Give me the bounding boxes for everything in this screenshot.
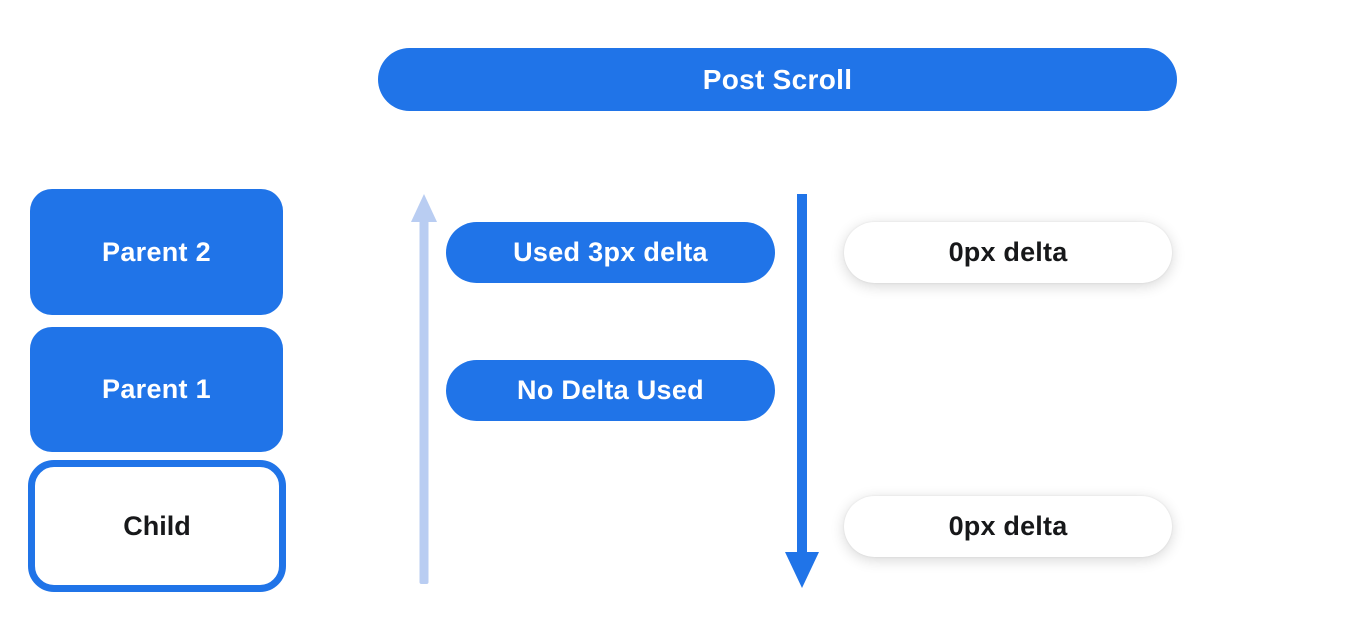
no-delta-used-pill: No Delta Used [446,360,775,421]
parent2-label: Parent 2 [102,236,211,267]
down-arrow-icon [784,194,820,588]
no-delta-used-label: No Delta Used [517,375,704,405]
post-scroll-header: Post Scroll [378,48,1177,111]
zero-delta-bottom-label: 0px delta [948,511,1068,541]
parent1-label: Parent 1 [102,374,211,404]
child-node: Child [28,460,286,592]
zero-delta-pill-top: 0px delta [844,222,1172,283]
post-scroll-header-label: Post Scroll [702,63,853,95]
parent1-node: Parent 1 [30,327,283,452]
used-delta-label: Used 3px delta [513,237,708,267]
parent2-node: Parent 2 [30,189,283,315]
zero-delta-pill-bottom: 0px delta [844,496,1172,557]
zero-delta-top-label: 0px delta [948,237,1068,267]
up-arrow-icon [406,194,442,584]
child-label: Child [123,510,191,541]
used-delta-pill: Used 3px delta [446,222,775,283]
